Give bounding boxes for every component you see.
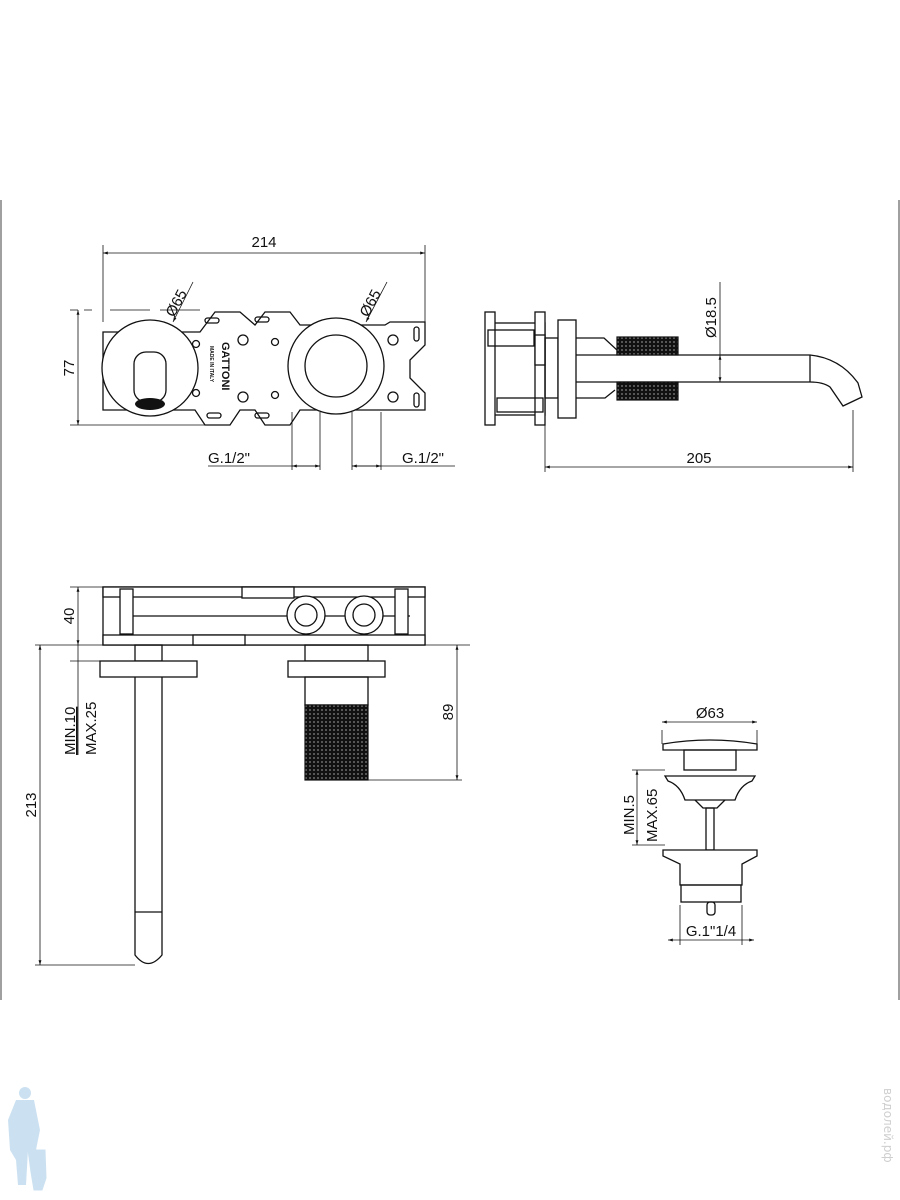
drain-body [662,849,758,886]
box-depth-label: 40 [61,608,78,625]
drain-max-label: MAX.65 [644,789,661,842]
spout-front [134,677,163,965]
dimension-width-label: 214 [251,234,276,251]
thread-left-label: G.1/2" [208,450,250,467]
wall-min-label: MIN.10 [62,707,79,755]
knurled-handle-top [616,336,679,356]
projection-label: 205 [686,450,711,467]
handle-rosette [287,660,386,678]
drain-flange [663,775,757,801]
mixer-rosette [287,317,385,415]
spout-rosette [99,660,198,678]
wall-max-label: MAX.25 [83,702,100,755]
knurled-handle-bottom [616,381,679,401]
pipe-diameter-label: Ø18.5 [703,297,720,338]
diameter-right-label: Ø65 [357,287,385,320]
inlet-left [286,595,326,635]
front-view: 40 MIN.10 MAX.25 213 89 [23,586,470,966]
drain-stem [705,807,715,851]
mounting-plate [102,311,426,426]
dimension-height-label: 77 [61,360,78,377]
handle-length-label: 89 [440,704,457,721]
inlet-right [344,595,384,635]
lever-tip [135,398,165,410]
brand-mark: GATTONI [219,342,231,390]
cap-diameter-label: Ø63 [696,705,724,722]
website-watermark: водолей.рф [881,1088,895,1163]
screw-holes [191,316,420,419]
drain-view: Ø63 MIN.5 MAX.65 G.1"1/4 [621,705,758,945]
wall-flange [557,319,577,419]
thread-right-label: G.1/2" [402,450,444,467]
plumber-logo-watermark [8,1087,47,1191]
drain-min-label: MIN.5 [621,795,638,835]
top-view: GATTONI MADE IN ITALY 214 77 Ø65 Ø65 G.1… [61,234,455,470]
brand-sub: MADE IN ITALY [208,346,214,383]
diameter-left-label: Ø65 [163,287,191,320]
spout-side [576,354,863,407]
knurled-handle-front [304,704,369,781]
drain-cap [662,739,758,751]
side-view: Ø18.5 205 [484,282,863,472]
spout-length-label: 213 [23,792,40,817]
diverter-lever [133,351,167,403]
drain-thread-label: G.1"1/4 [686,923,736,940]
mixer-handle [304,334,368,398]
